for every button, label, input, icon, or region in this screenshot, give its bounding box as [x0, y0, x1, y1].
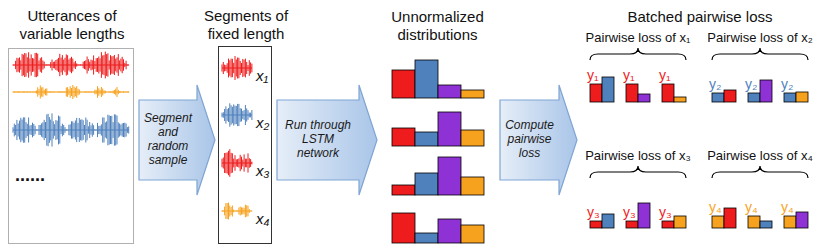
pair-bar — [662, 84, 674, 102]
distribution-bar — [438, 85, 461, 98]
distribution-bar — [461, 177, 484, 195]
curly-bracket — [590, 166, 686, 178]
curly-bracket — [590, 48, 686, 60]
distribution-bar — [392, 185, 415, 195]
utterance-panel: Utterances of variable lengths...... — [8, 48, 134, 244]
pair-bar — [796, 212, 808, 228]
segment-waveform — [222, 203, 252, 220]
block-arrow — [139, 85, 215, 195]
distribution-bar — [415, 60, 438, 98]
pair-bar — [760, 221, 772, 228]
distribution-bar — [392, 213, 415, 243]
target-label: y₃ — [659, 204, 677, 220]
segment-label: x₁ — [256, 67, 272, 85]
segment-label: x₄ — [256, 210, 272, 228]
target-label: y₄ — [745, 199, 763, 215]
segment-waveform — [222, 149, 252, 177]
distribution-bar — [415, 233, 438, 243]
segment-label: x₂ — [256, 114, 272, 132]
pair-bar — [638, 94, 650, 102]
distribution-bar — [415, 173, 438, 195]
group-title: Pairwise loss of x₁ — [576, 30, 700, 46]
segment-label: x₃ — [256, 162, 272, 180]
distribution-bar — [438, 157, 461, 195]
distribution-bar — [392, 128, 415, 146]
target-label: y₃ — [623, 204, 641, 220]
arrow-label: Segment and random sample — [139, 100, 197, 180]
pair-bar — [590, 84, 602, 102]
distribution-bar — [438, 112, 461, 146]
segment-waveform — [222, 56, 252, 80]
waveform — [13, 52, 129, 79]
group-title: Pairwise loss of x₃ — [576, 148, 700, 164]
distribution-bar — [392, 70, 415, 98]
column-heading: Unnormalized distributions — [380, 8, 495, 44]
distribution-column: Unnormalized distributions — [380, 6, 495, 246]
pair-bar — [712, 93, 724, 102]
target-label: y₂ — [709, 76, 727, 92]
pair-bar — [590, 221, 602, 228]
curly-bracket — [712, 166, 808, 178]
pair-bar — [662, 221, 674, 228]
column-heading: Utterances of variable lengths — [5, 7, 139, 43]
distribution-bar — [461, 130, 484, 146]
waveform — [13, 85, 129, 99]
pair-bar — [724, 208, 736, 228]
segment-panel: Segments of fixed lengthx₁x₂x₃x₄ — [218, 46, 272, 244]
pair-bar — [760, 80, 772, 102]
target-label: y₂ — [781, 76, 799, 92]
pair-bar — [784, 216, 796, 228]
target-label: y₁ — [623, 67, 641, 83]
pair-bar — [748, 93, 760, 102]
block-arrow — [277, 85, 377, 195]
pair-bar — [626, 221, 638, 228]
target-label: y₁ — [659, 67, 677, 83]
ellipsis-dots: ...... — [15, 165, 75, 187]
group-title: Pairwise loss of x₂ — [698, 30, 822, 46]
target-label: y₃ — [587, 204, 605, 220]
distribution-bar — [415, 132, 438, 146]
pair-bar — [784, 93, 796, 102]
target-label: y₄ — [709, 199, 727, 215]
column-heading: Segments of fixed length — [191, 7, 301, 43]
pair-bar — [712, 216, 724, 228]
pair-bar — [602, 77, 614, 102]
distribution-bar — [461, 90, 484, 98]
pair-bar — [796, 92, 808, 102]
pair-bar — [638, 203, 650, 228]
column-heading: Batched pairwise loss — [580, 8, 820, 26]
pair-bar — [626, 84, 638, 102]
target-label: y₄ — [781, 199, 799, 215]
segment-waveform — [222, 103, 252, 126]
block-arrow — [500, 85, 577, 195]
pair-bar — [674, 97, 686, 102]
curly-bracket — [712, 48, 808, 60]
group-title: Pairwise loss of x₄ — [698, 148, 822, 164]
pair-bar — [724, 90, 736, 102]
pair-bar — [748, 216, 760, 228]
target-label: y₁ — [587, 67, 605, 83]
arrow-label: Run through LSTM network — [277, 100, 359, 180]
arrow-label: Compute pairwise loss — [500, 100, 559, 180]
waveform — [13, 113, 129, 146]
pair-bar — [674, 216, 686, 228]
target-label: y₂ — [745, 76, 763, 92]
pair-bar — [602, 214, 614, 228]
distribution-bar — [461, 225, 484, 243]
distribution-bar — [438, 219, 461, 243]
